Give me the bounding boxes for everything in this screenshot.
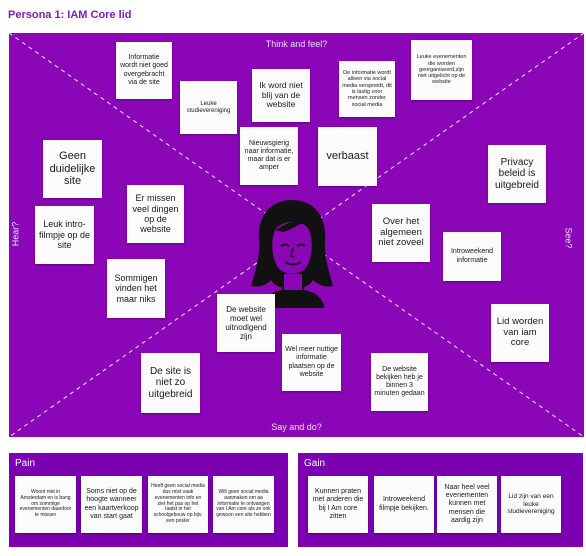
quadrant-label-hear: Hear? <box>10 221 21 247</box>
gain-panel: Gain Kunnen praten met anderen die bij I… <box>298 453 583 547</box>
sticky-note: Er missen veel dingen op de website <box>127 185 184 243</box>
sticky-note: Introweekend filmpje bekijken. <box>374 476 434 533</box>
pain-label: Pain <box>15 458 36 469</box>
sticky-note: Heeft geen social media dus mist vaak ev… <box>148 476 208 533</box>
sticky-note: De informatie wordt alleen via social me… <box>339 61 395 117</box>
quadrant-divider-lines <box>9 33 584 437</box>
sticky-note: Sommigen vinden het maar niks <box>107 259 165 318</box>
sticky-note: Introweekend informatie <box>443 232 501 281</box>
sticky-note: Privacy beleid is uitgebreid <box>488 145 546 203</box>
sticky-note: Kunnen praten met anderen die bij I Am c… <box>308 476 368 533</box>
sticky-note: Naar heel veel evenementen kunnen met me… <box>437 476 497 533</box>
sticky-note: Leuke evenementen die worden georganisee… <box>411 40 472 100</box>
empathy-map-board: Think and feel? Say and do? Hear? See? I… <box>9 33 584 437</box>
sticky-note: Ik word niet blij van de website <box>252 69 310 122</box>
sticky-note: verbaast <box>318 127 377 186</box>
pain-panel: Pain Woont niet in Amsterdam en is bang … <box>9 453 288 547</box>
sticky-note: Soms niet op de hoogte wanneer een kaart… <box>81 476 142 533</box>
sticky-note: Over het algemeen niet zoveel <box>372 204 430 262</box>
sticky-note: Woont niet in Amsterdam en is bang om so… <box>15 476 76 533</box>
gain-label: Gain <box>304 458 326 469</box>
quadrant-label-see: See? <box>563 227 574 249</box>
sticky-note: De website bekijken heb je binnen 3 minu… <box>371 353 428 411</box>
sticky-note: Leuk intro-filmpje op de site <box>35 206 94 264</box>
woman-face-icon <box>251 200 333 308</box>
persona-title: Persona 1: IAM Core lid <box>8 9 132 21</box>
sticky-note: Wel meer nuttige informatie plaatsen op … <box>282 334 341 391</box>
sticky-note: De site is niet zo uitgebreid <box>141 353 200 413</box>
quadrant-label-say-do: Say and do? <box>271 422 322 432</box>
sticky-note: Nieuwsgierig naar informatie, maar dat i… <box>240 127 298 185</box>
sticky-note: Leuke studievereniging <box>180 81 237 134</box>
quadrant-label-think-feel: Think and feel? <box>265 39 328 49</box>
sticky-note: Wilt geen social media aanmaken om aa in… <box>213 476 274 533</box>
sticky-note: Lid zijn van een leuke studievereniging <box>501 476 561 533</box>
sticky-note: Lid worden van iam core <box>491 304 549 362</box>
sticky-note: De website moet wel uitnodigend zijn <box>217 294 275 352</box>
sticky-note: Geen duidelijke site <box>43 140 102 198</box>
sticky-note: Informatie wordt niet goed overgebracht … <box>116 42 172 99</box>
